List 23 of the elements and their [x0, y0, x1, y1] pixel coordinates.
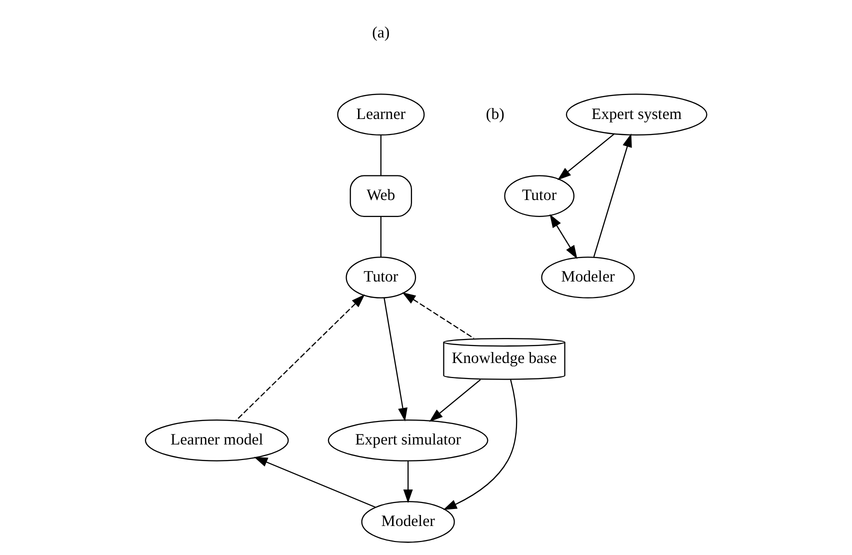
label: (a): [372, 24, 390, 42]
arrow: [384, 298, 408, 422]
connector: [380, 216, 382, 258]
node-ellipse: Learner: [337, 94, 425, 136]
node-ellipse: Tutor: [504, 175, 574, 217]
node-ellipse: Expert system: [566, 94, 708, 136]
node-ellipse: Tutor: [346, 256, 416, 298]
node-ellipse: Modeler: [361, 500, 455, 543]
label: (b): [486, 106, 504, 123]
node-ellipse: Modeler: [541, 256, 635, 298]
arrow: [557, 134, 614, 180]
arrow: [402, 292, 474, 339]
arrow: [443, 380, 518, 510]
arrow: [254, 456, 376, 508]
node-box: Web: [350, 175, 412, 217]
arrow: [593, 133, 632, 258]
connector: [380, 135, 382, 176]
arrow: [235, 294, 365, 422]
arrow: [403, 461, 413, 504]
arrow: [550, 214, 578, 260]
node-ellipse: Learner model: [144, 420, 289, 462]
node-ellipse: Expert simulator: [328, 420, 488, 462]
arrow: [429, 379, 481, 422]
